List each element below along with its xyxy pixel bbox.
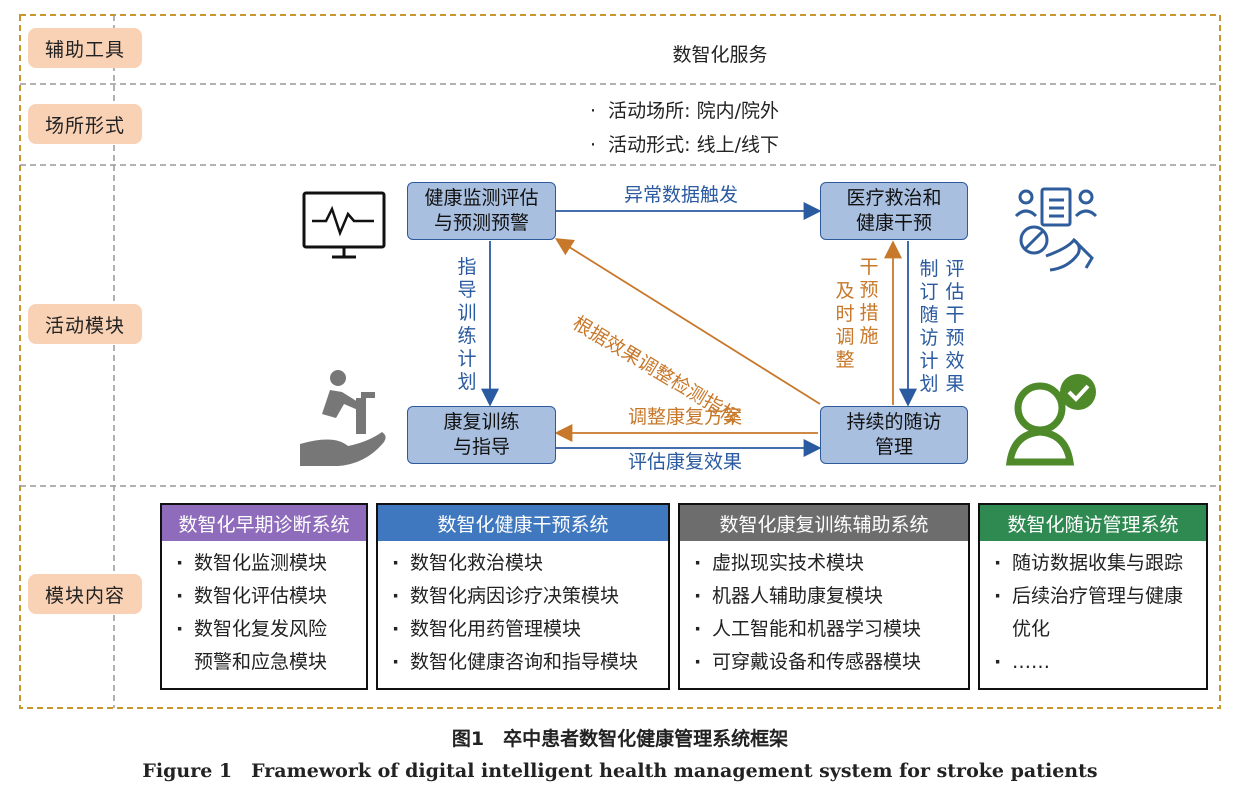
label-intervene: 干预措施 (859, 256, 879, 347)
list-item: 随访数据收集与跟踪 (994, 547, 1198, 580)
rehab-person-icon (300, 370, 386, 466)
list-item: 数智化救治模块 (392, 547, 660, 580)
tools-text: 数智化服务 (672, 44, 768, 66)
list-item: 数智化监测模块 (176, 547, 358, 580)
box-follow-up: 持续的随访管理 (820, 406, 968, 464)
label-adjust-plan: 调整康复方案 (628, 406, 743, 428)
list-item: 数智化用药管理模块 (392, 613, 660, 646)
box-health-monitoring: 健康监测评估与预测预警 (407, 182, 556, 240)
system-items: 数智化监测模块 数智化评估模块 数智化复发风险预警和应急模块 (162, 541, 366, 679)
list-item: 机器人辅助康复模块 (694, 580, 960, 613)
location-line: · 活动场所: 院内/院外 (590, 100, 779, 122)
list-item: 虚拟现实技术模块 (694, 547, 960, 580)
label-eval-rehab: 评估康复效果 (628, 451, 743, 473)
system-title: 数智化随访管理系统 (980, 505, 1206, 541)
list-item: 数智化病因诊疗决策模块 (392, 580, 660, 613)
label-timely: 及时调整 (835, 280, 855, 371)
system-title: 数智化康复训练辅助系统 (680, 505, 968, 541)
medical-team-icon (1014, 187, 1098, 272)
list-item: 数智化评估模块 (176, 580, 358, 613)
label-evaluate-effect: 评估干预效果 (945, 258, 965, 395)
caption-english: Figure 1 Framework of digital intelligen… (142, 760, 1098, 782)
location-list: · 活动场所: 院内/院外 · 活动形式: 线上/线下 (590, 94, 779, 162)
approved-user-icon (1005, 374, 1096, 466)
system-title: 数智化早期诊断系统 (162, 505, 366, 541)
label-formulate: 制订随访计划 (919, 258, 939, 395)
system-health-intervention: 数智化健康干预系统 数智化救治模块 数智化病因诊疗决策模块 数智化用药管理模块 … (376, 503, 670, 690)
row-label-location: 场所形式 (28, 104, 142, 144)
row-label-content: 模块内容 (28, 574, 142, 614)
box-medical-treatment: 医疗救治和健康干预 (820, 182, 968, 240)
caption-chinese: 图1 卒中患者数智化健康管理系统框架 (451, 728, 789, 750)
row-label-activity: 活动模块 (28, 304, 142, 344)
system-early-diagnosis: 数智化早期诊断系统 数智化监测模块 数智化评估模块 数智化复发风险预警和应急模块 (160, 503, 368, 690)
list-item: 后续治疗管理与健康优化 (994, 580, 1198, 646)
arrow-adjust-index (554, 238, 821, 405)
system-items: 虚拟现实技术模块 机器人辅助康复模块 人工智能和机器学习模块 可穿戴设备和传感器… (680, 541, 968, 679)
list-item: 可穿戴设备和传感器模块 (694, 646, 960, 679)
list-item: …… (994, 646, 1198, 679)
row-label-tools: 辅助工具 (28, 28, 142, 68)
location-line: · 活动形式: 线上/线下 (590, 134, 779, 156)
list-item: 数智化复发风险预警和应急模块 (176, 613, 344, 679)
system-follow-up: 数智化随访管理系统 随访数据收集与跟踪 后续治疗管理与健康优化 …… (978, 503, 1208, 690)
monitor-icon (302, 191, 386, 259)
box-rehab-training: 康复训练与指导 (407, 406, 556, 464)
system-title: 数智化健康干预系统 (378, 505, 668, 541)
system-rehab-assist: 数智化康复训练辅助系统 虚拟现实技术模块 机器人辅助康复模块 人工智能和机器学习… (678, 503, 970, 690)
list-item: 数智化健康咨询和指导模块 (392, 646, 660, 679)
list-item: 人工智能和机器学习模块 (694, 613, 960, 646)
label-abnormal-trigger: 异常数据触发 (624, 184, 739, 206)
label-guide-plan: 指导训练计划 (457, 256, 477, 393)
system-items: 随访数据收集与跟踪 后续治疗管理与健康优化 …… (980, 541, 1206, 679)
system-items: 数智化救治模块 数智化病因诊疗决策模块 数智化用药管理模块 数智化健康咨询和指导… (378, 541, 668, 679)
